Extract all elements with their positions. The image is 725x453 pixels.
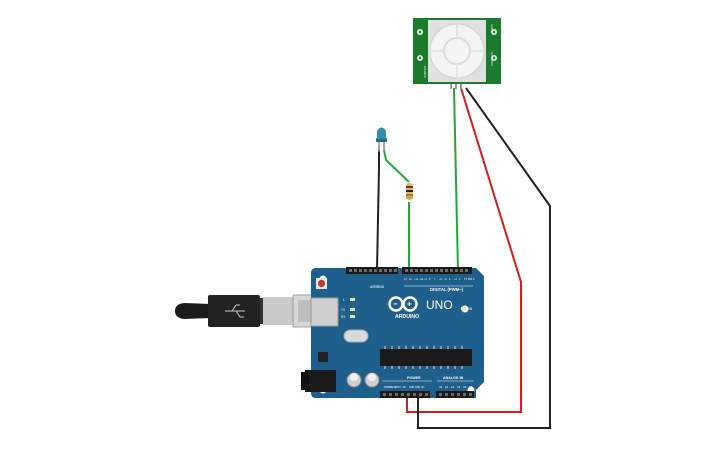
- pin-label-7: 7: [434, 278, 436, 281]
- regulator-chip: [318, 352, 328, 362]
- usb-symbol-icon: [225, 304, 245, 318]
- pin-label-6: ~6: [439, 278, 442, 281]
- rx-led: [350, 315, 355, 318]
- usb-socket: [310, 297, 339, 327]
- power-pin-label: GND: [415, 387, 420, 389]
- led[interactable]: [376, 127, 387, 153]
- tx-label: TX: [341, 308, 346, 312]
- power-pin-label: GND: [409, 387, 414, 389]
- on-led: [461, 307, 466, 310]
- pir-left-label: JUMPER: [423, 65, 427, 78]
- pin-label-13: 13: [404, 278, 407, 281]
- arduino-logo-icon: [388, 296, 418, 312]
- pin-label-2: 2: [459, 278, 461, 281]
- analog-pin-label: A4: [463, 385, 467, 389]
- header-analog: [436, 391, 474, 398]
- crystal: [343, 329, 369, 343]
- svg-text:+: +: [407, 300, 412, 309]
- pin-label-5: ~5: [444, 278, 447, 281]
- arduino-board[interactable]: AREF GND 13 12 ~11 ~10 ~9 8 7 ~6 ~5 4 ~3…: [301, 267, 484, 398]
- analog-pin-label: A3: [457, 385, 461, 389]
- capacitors: [346, 372, 380, 388]
- pin-label-1: TX 1: [464, 278, 470, 281]
- power-pin-label: RESET: [390, 387, 398, 389]
- tx-led: [350, 308, 355, 311]
- analog-pin-label: A1: [445, 385, 449, 389]
- wire-pir-gnd[interactable]: [417, 87, 551, 429]
- gnd-label: GND: [377, 285, 385, 289]
- aref-label: AREF: [370, 285, 379, 289]
- pin-label-10: ~10: [419, 278, 424, 281]
- power-pin-label: IOREF: [384, 387, 392, 389]
- wire-led-gnd[interactable]: [376, 150, 380, 271]
- l-label: L: [343, 298, 345, 302]
- wires: [376, 87, 551, 429]
- power-pin-label: 3.3V: [396, 387, 401, 389]
- svg-text:−: −: [393, 300, 398, 309]
- power-jack: [301, 370, 336, 392]
- digital-label: DIGITAL (PWM~): [430, 287, 464, 292]
- pir-right-label: HC-SR501: [490, 52, 494, 67]
- l-led: [350, 298, 355, 301]
- brand-label: ARDUINO: [395, 314, 419, 320]
- wire-pir-vcc[interactable]: [406, 87, 522, 413]
- power-pin-label: Vin: [421, 387, 425, 389]
- resistor[interactable]: [406, 183, 413, 200]
- wire-led-resistor[interactable]: [383, 149, 410, 183]
- pir-top-label: HOLD: [490, 24, 494, 33]
- pin-label-4: 4: [449, 278, 451, 281]
- analog-pin-label: A2: [451, 385, 455, 389]
- pir-pins: [450, 84, 462, 89]
- power-label: POWER: [407, 376, 421, 380]
- rx-label: RX: [341, 315, 346, 319]
- model-label: UNO: [426, 298, 453, 312]
- analog-label: ANALOG IN: [443, 376, 464, 380]
- reset-button[interactable]: [316, 278, 327, 289]
- pir-sensor[interactable]: JUMPER HC-SR501 HOLD: [413, 18, 501, 89]
- power-pin-label: 5V: [403, 387, 406, 389]
- analog-pin-label: A5: [469, 385, 473, 389]
- on-label: ON: [467, 307, 473, 311]
- pir-dome: [428, 20, 486, 82]
- pin-label-8: 8: [429, 278, 431, 281]
- header-pins: [349, 269, 468, 272]
- header-power: [380, 391, 430, 398]
- pin-label-12: 12: [409, 278, 412, 281]
- microcontroller-chip: [380, 346, 472, 369]
- wire-pir-signal[interactable]: [453, 87, 459, 273]
- pin-label-9: ~9: [424, 278, 427, 281]
- pin-label-11: ~11: [414, 278, 419, 281]
- pin-label-3: ~3: [454, 278, 457, 281]
- analog-pin-label: A0: [439, 385, 443, 389]
- pin-label-0: RX 0: [469, 278, 475, 281]
